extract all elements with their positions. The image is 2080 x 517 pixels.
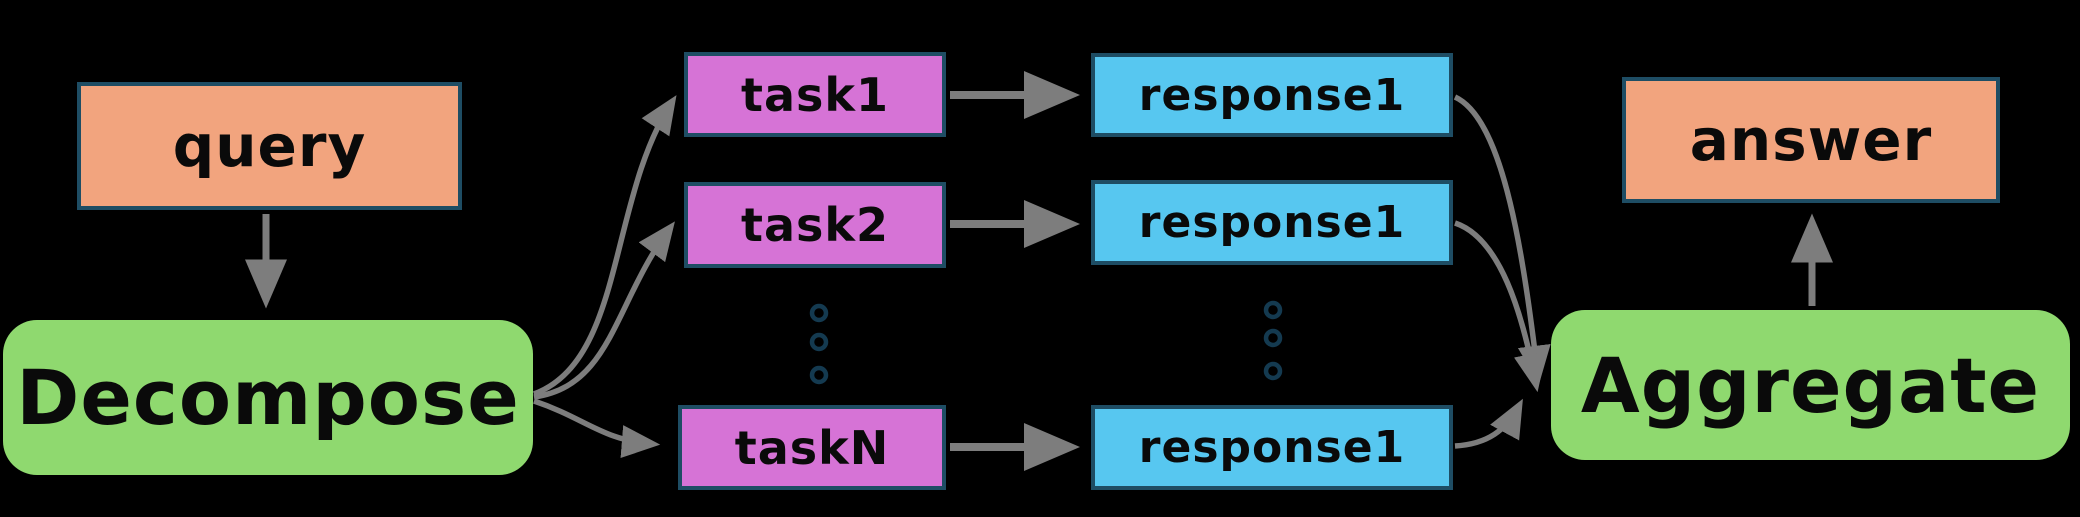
- arrow-decompose-to-task2: [533, 221, 675, 400]
- taskN-box: taskN: [678, 405, 946, 490]
- responseN-box: response1: [1091, 405, 1453, 490]
- arrow-response2-to-aggregate: [1454, 220, 1547, 393]
- responseN-label: response1: [1138, 422, 1406, 473]
- answer-label: answer: [1689, 106, 1933, 174]
- answer-box: answer: [1622, 77, 2000, 203]
- decompose-box: Decompose: [3, 320, 533, 475]
- arrow-response1-to-aggregate: [1453, 94, 1551, 385]
- ellipsis-dots-response-column: [1263, 300, 1283, 381]
- response2-box: response1: [1091, 180, 1453, 265]
- response1-label: response1: [1138, 69, 1406, 121]
- ellipsis-dots-task-column: [809, 303, 829, 385]
- arrow-responseN-to-aggregate: [1454, 398, 1523, 449]
- query-label: query: [172, 112, 367, 180]
- aggregate-box: Aggregate: [1551, 310, 2070, 460]
- task2-box: task2: [684, 182, 946, 268]
- task2-label: task2: [740, 198, 889, 252]
- taskN-label: taskN: [734, 420, 890, 475]
- task1-box: task1: [684, 52, 946, 137]
- aggregate-label: Aggregate: [1580, 340, 2041, 430]
- arrow-decompose-to-task1: [533, 95, 677, 397]
- task1-label: task1: [740, 67, 889, 122]
- decompose-label: Decompose: [16, 353, 520, 442]
- arrow-decompose-to-taskN: [533, 398, 661, 459]
- response2-label: response1: [1138, 197, 1406, 248]
- response1-box: response1: [1091, 53, 1453, 137]
- query-box: query: [77, 82, 462, 210]
